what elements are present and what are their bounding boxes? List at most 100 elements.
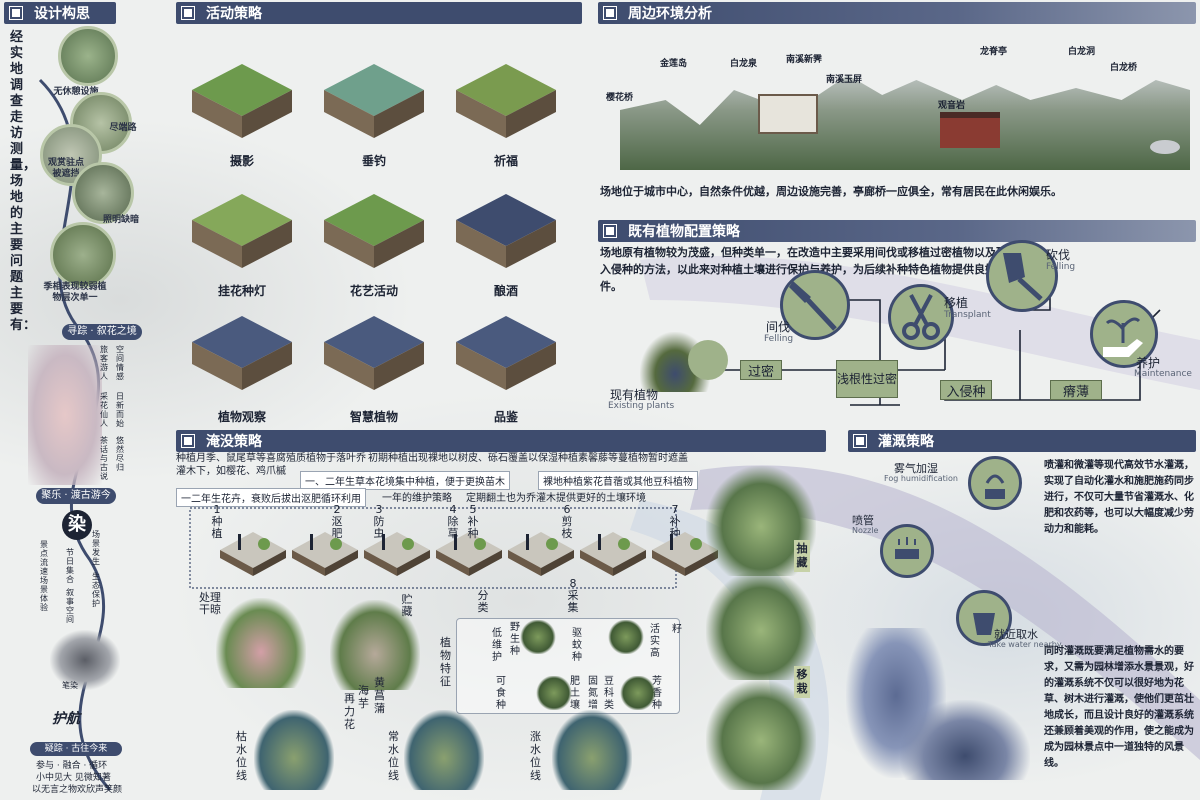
- issue-photo-4: [72, 162, 134, 224]
- feature-5: 籽: [672, 624, 682, 635]
- feature-9: 豆科类: [604, 676, 614, 711]
- side-label-2: 空间情感: [116, 345, 124, 381]
- feature-plant-icon-3: [608, 620, 644, 654]
- flood-note-4: 裸地种植紫花苜蓿或其他豆科植物: [538, 471, 698, 490]
- bucket-icon: [973, 613, 995, 635]
- flood-note-2: 初期种植出现裸地以树皮、砾石覆盖以保湿种植素馨藤等蔓植物暂时遮盖: [368, 453, 688, 464]
- felling-circle: [780, 270, 850, 340]
- header-environment: 周边环境分析: [598, 2, 1196, 24]
- feature-1: 低维护: [492, 628, 502, 663]
- flood-step-scene-4: [434, 520, 504, 580]
- species-3: 再力花: [344, 692, 355, 731]
- flood-step-scene-6: [578, 520, 648, 580]
- design-vertical-text: 经实地调查走访测量，场地的主要问题主要有：: [10, 30, 37, 333]
- side-tag-2: 移栽: [794, 666, 810, 698]
- tag-2: 节日集合: [66, 548, 74, 584]
- activity-scene-8: [322, 310, 426, 398]
- transplant-label-en: Transplant: [944, 310, 991, 320]
- header-design: 设计构思: [4, 2, 116, 24]
- env-place-5: 南溪玉屏: [826, 75, 863, 85]
- nearby-circle: [956, 590, 1012, 646]
- side-label-5: 茶话与古说: [100, 436, 108, 481]
- feature-6: 可食种: [496, 676, 506, 711]
- tag-6: 生态保护: [92, 572, 100, 608]
- fog-label: 雾气加湿: [894, 462, 938, 475]
- flood-step-scene-3: [362, 520, 432, 580]
- activity-scene-9: [454, 310, 558, 398]
- nozzle-icon: [895, 537, 919, 559]
- feature-plant-icon-1: [520, 620, 556, 654]
- nozzle-label-en: Nozzle: [852, 526, 879, 535]
- activity-scene-4: [190, 188, 294, 276]
- seal-huhang: 护航: [52, 711, 80, 727]
- activity-scene-5: [322, 188, 426, 276]
- env-place-3: 白龙泉: [730, 59, 758, 69]
- flood-step-scene-2: [290, 520, 360, 580]
- issue-photo-1: [58, 26, 118, 86]
- activity-scene-1: [190, 58, 294, 146]
- issue-1: 无休憩设施: [53, 87, 99, 97]
- flood-note-6: 一年的维护策略: [382, 493, 452, 504]
- env-place-4: 南溪新霁: [786, 55, 823, 65]
- level-block-3: [552, 710, 632, 790]
- nozzle-label: 喷管: [852, 514, 874, 527]
- flood-note-7: 定期翻土也为乔灌木提供更好的土壤环境: [466, 493, 646, 504]
- irrigation-text-1: 喷灌和微灌等现代高效节水灌溉，实现了自动化灌水和施肥施药同步进行，不仅可大量节省…: [1044, 460, 1194, 535]
- water-level-2: 常水位线: [388, 730, 399, 782]
- box-shallow: 浅根性过密: [836, 360, 898, 398]
- box-invasive: 入侵种: [940, 380, 992, 400]
- water-plants-figure: [900, 700, 1030, 780]
- activity-scene-6: [454, 188, 558, 276]
- issue-2: 尽端路: [109, 123, 137, 133]
- flood-side-block-2: [706, 570, 816, 680]
- nozzle-circle: [880, 524, 934, 578]
- motto-2: 小中见大 见微知著: [36, 773, 111, 783]
- feature-title: 植物特征: [440, 636, 451, 688]
- hand-plant-icon: [1103, 317, 1143, 357]
- species-2: 海芋: [358, 684, 369, 710]
- feature-10: 芳香种: [652, 676, 662, 711]
- env-place-2: 金莲岛: [660, 59, 688, 69]
- box-dense: 过密: [740, 360, 782, 380]
- activity-scene-2: [322, 58, 426, 146]
- band-1: 寻踪 · 叙花之境: [62, 324, 142, 340]
- flood-side-block-3: [706, 680, 816, 790]
- tag-3: 场景发生: [92, 530, 100, 566]
- flood-block-2: [330, 600, 420, 690]
- environment-summary: 场地位于城市中心，自然条件优越，周边设施完善，亭廊桥一应俱全，常有居民在此休闲娱…: [600, 185, 1062, 198]
- env-place-7: 观音岩: [938, 101, 966, 111]
- shovel-icon: [1003, 253, 1043, 301]
- feature-8: 固氮增: [588, 676, 598, 711]
- ink-figures-1: [28, 345, 102, 485]
- activity-label-7: 植物观察: [217, 410, 266, 424]
- activity-label-5: 花艺活动: [349, 284, 398, 298]
- feature-7: 肥土壤: [570, 676, 580, 711]
- lower-step-3: 处理干晾: [199, 591, 221, 616]
- cut-label-en: Felling: [1046, 262, 1076, 272]
- issue-5: 季相表现较弱植物层次单一: [43, 282, 107, 303]
- activity-label-3: 祈福: [493, 154, 518, 168]
- cut-circle: [986, 240, 1058, 312]
- fog-icon: [985, 474, 1005, 499]
- transplant-label: 移植: [944, 296, 969, 310]
- cut-label: 砍伐: [1046, 248, 1071, 262]
- header-irrigation: 灌溉策略: [848, 430, 1196, 452]
- flood-note-5: 一二年生花卉，衰败后拔出沤肥循环利用: [176, 488, 366, 507]
- water-level-1: 枯水位线: [236, 730, 247, 782]
- felling-label-en: Felling: [764, 334, 794, 344]
- level-block-1: [254, 710, 334, 790]
- feature-plant-icon-2: [536, 676, 572, 710]
- fog-circle: [968, 456, 1022, 510]
- band-3: 疑踪 · 古往今来: [30, 742, 122, 756]
- side-label-3: 采花仙人: [100, 392, 108, 428]
- tag-4: 场景体验: [40, 576, 48, 612]
- shears-icon: [902, 294, 940, 340]
- motto-3: 以无言之物欢欣声笑颜: [32, 785, 123, 795]
- activity-label-2: 垂钓: [361, 154, 386, 168]
- nearby-label: 就近取水: [994, 628, 1038, 641]
- transplant-circle: [888, 284, 954, 350]
